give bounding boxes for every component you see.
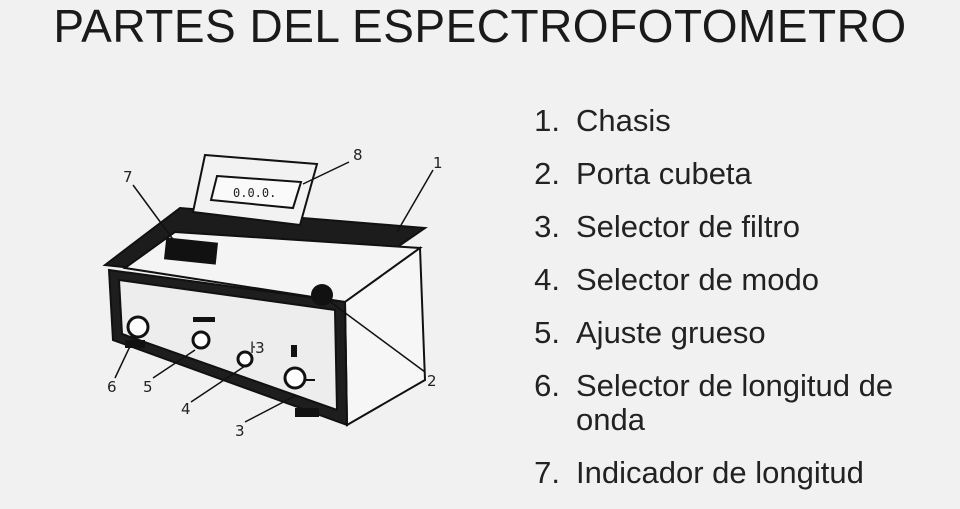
- leader-7: [132, 184, 176, 243]
- coarse-adjust-label: [193, 317, 215, 322]
- callout-6: 6: [107, 378, 117, 396]
- parts-list: 1.Chasis 2.Porta cubeta 3.Selector de fi…: [503, 104, 953, 509]
- wavelength-knob: [126, 315, 150, 339]
- spectrophotometer-diagram: 0.0.0. ŀ3 1 2 3 4 5 6 7 8: [95, 140, 455, 440]
- list-item: 6.Selector de longitud de onda: [534, 368, 894, 437]
- coarse-adjust-knob: [191, 330, 211, 350]
- foot-left: [125, 340, 145, 348]
- wavelength-indicator: [163, 237, 219, 265]
- leader-8: [302, 161, 350, 185]
- filter-label: [291, 345, 297, 357]
- leader-2: [324, 297, 426, 373]
- display-window: [209, 174, 303, 210]
- cuvette-holder: [311, 284, 333, 306]
- leader-4: [190, 365, 246, 403]
- foot-right: [295, 408, 319, 417]
- list-item: 2.Porta cubeta: [534, 156, 752, 191]
- leader-3: [244, 395, 296, 423]
- callout-4: 4: [181, 400, 191, 418]
- callout-3: 3: [235, 422, 245, 440]
- list-item: 3.Selector de filtro: [534, 209, 800, 244]
- display-readout: 0.0.0.: [233, 186, 276, 200]
- callout-7: 7: [123, 168, 133, 186]
- list-item: 1.Chasis: [534, 103, 671, 138]
- spectrophotometer-drawing: 0.0.0. ŀ3 1 2 3 4 5 6 7 8: [102, 146, 443, 440]
- callout-5: 5: [143, 378, 153, 396]
- page-title: PARTES DEL ESPECTROFOTOMETRO: [53, 0, 907, 52]
- callout-8: 8: [353, 146, 363, 164]
- mode-selector-mark: ŀ3: [250, 339, 265, 357]
- list-item: 7.Indicador de longitud: [534, 455, 864, 490]
- leader-5: [152, 349, 196, 379]
- callout-2: 2: [427, 372, 437, 390]
- mode-selector-knob: [236, 350, 254, 368]
- leader-1: [396, 169, 434, 233]
- list-item: 5.Ajuste grueso: [534, 315, 766, 350]
- front-panel-face: [117, 278, 339, 412]
- leader-6: [114, 339, 134, 379]
- list-item: 4.Selector de modo: [534, 262, 819, 297]
- callout-1: 1: [433, 154, 443, 172]
- filter-selector-knob: [283, 366, 307, 390]
